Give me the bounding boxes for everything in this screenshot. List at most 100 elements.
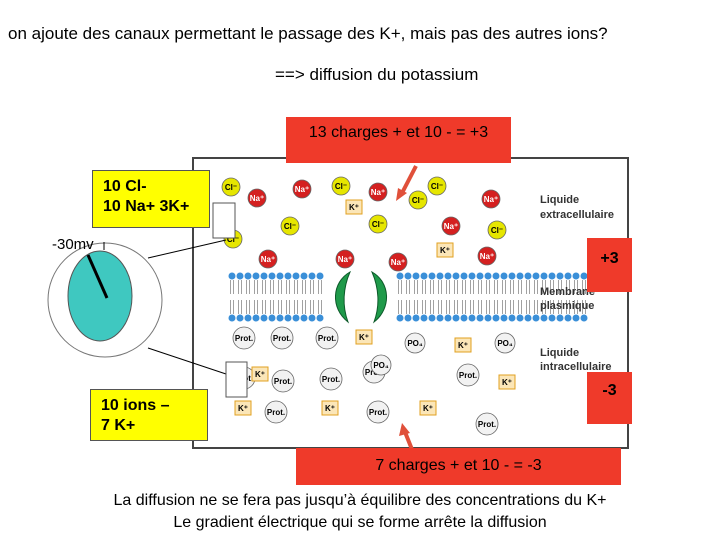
na-ion: Na⁺ (335, 249, 355, 269)
inside-count-line2: 7 K+ (101, 417, 136, 434)
svg-text:Na⁺: Na⁺ (444, 222, 458, 231)
lipid-head (412, 314, 420, 322)
protein-anion: Prot. (270, 326, 294, 350)
k-ion: K⁺ (234, 400, 252, 416)
lipid-head (572, 314, 580, 322)
na-ion: Na⁺ (247, 188, 267, 208)
top-charge-box: 13 charges + et 10 - = +3 (286, 117, 511, 163)
cl-ion: Cl⁻ (368, 214, 388, 234)
protein-anion: Prot. (271, 369, 295, 393)
cell-body (67, 250, 133, 342)
lipid-head (436, 314, 444, 322)
right-bottom-badge: -3 (587, 372, 632, 424)
lipid-head (396, 314, 404, 322)
lipid-head (260, 272, 268, 280)
lipid-head (396, 272, 404, 280)
svg-text:Prot.: Prot. (322, 375, 340, 384)
lipid-head (428, 314, 436, 322)
lipid-head (548, 272, 556, 280)
svg-text:K⁺: K⁺ (255, 370, 265, 379)
na-ion: Na⁺ (258, 249, 278, 269)
lipid-head (284, 314, 292, 322)
svg-text:Prot.: Prot. (318, 334, 336, 343)
na-ion: Na⁺ (477, 246, 497, 266)
svg-text:Prot.: Prot. (459, 371, 477, 380)
na-ion: Na⁺ (292, 179, 312, 199)
protein-anion: Prot. (319, 367, 343, 391)
lipid-head (492, 272, 500, 280)
electrode-outside (212, 202, 236, 239)
svg-text:Prot.: Prot. (273, 334, 291, 343)
k-ion: K⁺ (251, 366, 269, 382)
voltmeter-reading: -30mv (52, 236, 94, 253)
lipid-head (508, 272, 516, 280)
electrode-inside (225, 361, 248, 398)
svg-text:K⁺: K⁺ (440, 246, 450, 255)
lipid-head (444, 272, 452, 280)
right-top-badge: +3 (587, 238, 632, 292)
protein-anion: Prot. (456, 363, 480, 387)
lipid-head (460, 272, 468, 280)
lipid-head (564, 272, 572, 280)
cl-ion: Cl⁻ (331, 176, 351, 196)
lipid-head (564, 314, 572, 322)
potassium-channel (335, 270, 387, 324)
cl-ion: Cl⁻ (408, 190, 428, 210)
lipid-head (244, 314, 252, 322)
lipid-head (252, 314, 260, 322)
lipid-head (532, 272, 540, 280)
lipid-head (276, 314, 284, 322)
lipid-head (452, 272, 460, 280)
inside-count-line1: 10 ions – (101, 397, 170, 414)
protein-anion: Prot. (315, 326, 339, 350)
lipid-head (500, 272, 508, 280)
lipid-head (460, 314, 468, 322)
svg-text:K⁺: K⁺ (423, 404, 433, 413)
k-ion: K⁺ (345, 199, 363, 215)
phosphate-ion: PO₄ (370, 354, 392, 376)
na-ion: Na⁺ (368, 182, 388, 202)
lipid-head (412, 272, 420, 280)
svg-text:Cl⁻: Cl⁻ (335, 182, 347, 191)
phosphate-ion: PO₄ (494, 332, 516, 354)
svg-text:Na⁺: Na⁺ (338, 255, 352, 264)
svg-text:Na⁺: Na⁺ (371, 188, 385, 197)
phosphate-ion: PO₄ (404, 332, 426, 354)
lipid-head (236, 272, 244, 280)
lipid-head (428, 272, 436, 280)
lipid-head (420, 272, 428, 280)
lipid-head (580, 314, 588, 322)
label-extra-1: Liquide (540, 194, 579, 206)
svg-text:Cl⁻: Cl⁻ (227, 235, 239, 244)
lipid-head (556, 314, 564, 322)
lipid-head (572, 272, 580, 280)
lipid-head (516, 314, 524, 322)
lipid-head (452, 314, 460, 322)
electrode-wire-top (147, 239, 227, 259)
lipid-head (556, 272, 564, 280)
svg-text:K⁺: K⁺ (502, 378, 512, 387)
svg-text:Prot.: Prot. (478, 420, 496, 429)
lipid-head (532, 314, 540, 322)
svg-text:Cl⁻: Cl⁻ (431, 182, 443, 191)
lipid-head (292, 314, 300, 322)
outside-count-line2: 10 Na+ 3K+ (103, 198, 190, 215)
voltmeter (47, 239, 227, 375)
lipid-head (228, 272, 236, 280)
ions-layer: Cl⁻Cl⁻Cl⁻Cl⁻Cl⁻Cl⁻Cl⁻Cl⁻Na⁺Na⁺Na⁺Na⁺Na⁺N… (221, 176, 516, 436)
outside-ion-count: 10 Cl- 10 Na+ 3K+ (92, 170, 210, 228)
electrode-wire-bottom (147, 347, 227, 375)
svg-text:Prot.: Prot. (235, 334, 253, 343)
svg-text:Cl⁻: Cl⁻ (225, 183, 237, 192)
na-ion: Na⁺ (441, 216, 461, 236)
label-intra-1: Liquide (540, 347, 579, 359)
lipid-head (524, 272, 532, 280)
protein-anion: Prot. (475, 412, 499, 436)
lipid-head (516, 272, 524, 280)
cl-ion: Cl⁻ (280, 216, 300, 236)
na-ion: Na⁺ (481, 189, 501, 209)
lipid-head (444, 314, 452, 322)
svg-text:Na⁺: Na⁺ (261, 255, 275, 264)
svg-text:Cl⁻: Cl⁻ (491, 226, 503, 235)
